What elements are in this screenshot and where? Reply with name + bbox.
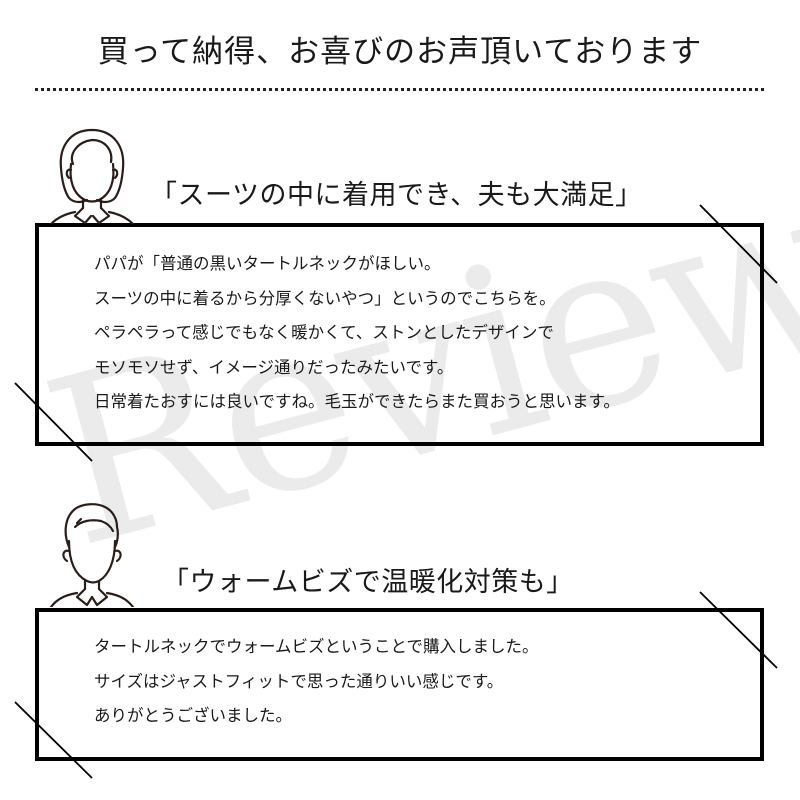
dotted-divider xyxy=(35,88,764,91)
review-line: サイズはジャストフィットで思った通りいい感じです。 xyxy=(94,671,504,691)
review-box: パパが「普通の黒いタートルネックがほしい。 スーツの中に着るから分厚くないやつ」… xyxy=(35,223,764,446)
review-line: ありがとうございました。 xyxy=(94,706,292,725)
review-headline: 「スーツの中に着用でき、夫も大満足」 xyxy=(150,180,643,211)
review-line: 日常着たおすには良いですね。毛玉ができたらまた買おうと思います。 xyxy=(94,392,620,411)
review-line: タートルネックでウォームビズということで購入しました。 xyxy=(94,637,539,656)
page-title: 買って納得、お喜びのお声頂いております xyxy=(97,34,703,70)
review-line: パパが「普通の黒いタートルネックがほしい。 xyxy=(94,254,441,273)
review-headline: 「ウォームビズで温暖化対策も」 xyxy=(162,567,574,598)
review-line: モソモソせず、イメージ通りだったみたいです。 xyxy=(94,357,454,377)
review-line: ペラペラって感じでもなく暖かくて、ストンとしたデザインで xyxy=(94,323,554,342)
review-box: タートルネックでウォームビズということで購入しました。 サイズはジャストフィット… xyxy=(35,608,764,761)
review-body: タートルネックでウォームビズということで購入しました。 サイズはジャストフィット… xyxy=(94,630,539,734)
review-line: スーツの中に着るから分厚くないやつ」というのでこちらを。 xyxy=(94,288,556,308)
man-avatar-icon xyxy=(49,503,135,607)
woman-avatar-icon xyxy=(49,128,135,224)
review-body: パパが「普通の黒いタートルネックがほしい。 スーツの中に着るから分厚くないやつ」… xyxy=(94,247,620,420)
